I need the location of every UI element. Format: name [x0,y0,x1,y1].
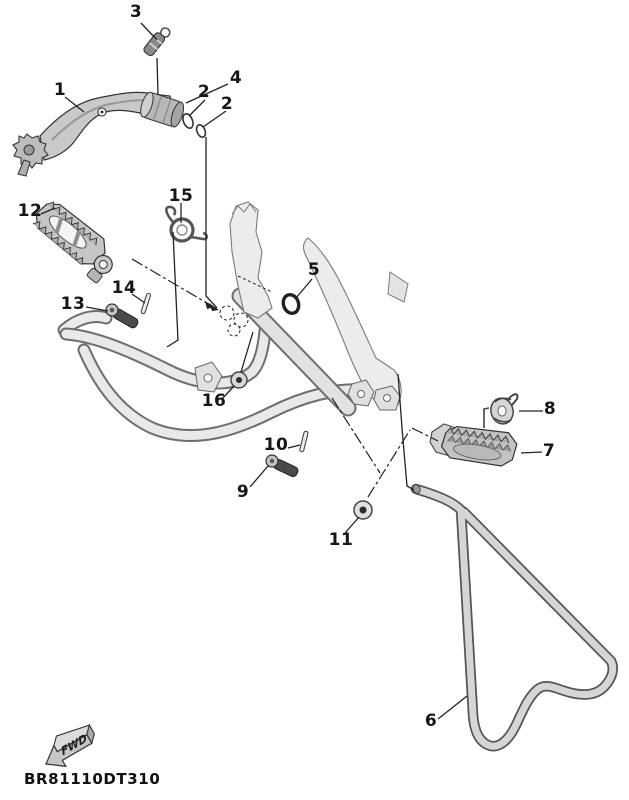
callout-11: 11 [328,530,354,550]
callout-8: 8 [543,399,557,419]
diagram-code: BR81110DT310 [24,770,161,788]
pin-13 [105,303,139,329]
pedal-pivot-boss [140,91,185,128]
frame-right-spar-wing [387,271,409,303]
callout-12: 12 [17,201,43,221]
stand-end-cap [412,484,421,494]
washer-16 [230,371,248,389]
fwd-arrow: FWD [45,723,95,768]
callout-3: 3 [129,2,143,22]
clip-2b [195,123,207,139]
left-footrest [32,201,113,284]
pin-10 [299,430,309,453]
washer-2a [182,113,194,129]
pedal-toe-tip [12,133,49,177]
side-stand [410,483,618,752]
brake-pedal [12,91,185,177]
callout-10: 10 [263,435,289,455]
callout-16: 16 [201,391,227,411]
frame-hidden-holes [219,275,273,337]
frame-left-spar-jag [231,203,257,215]
pin-14 [140,292,152,315]
frame-drawing [57,201,409,442]
frame-left-mount [194,361,223,393]
callout-2a: 2 [197,82,211,102]
callout-13: 13 [60,294,86,314]
right-footrest [440,425,518,467]
return-spring-8 [483,393,519,428]
callout-15: 15 [168,186,194,206]
callout-2b: 2 [220,94,234,114]
callout-6: 6 [424,711,438,731]
callout-5: 5 [307,260,321,280]
torsion-spring-15 [165,205,209,243]
callout-9: 9 [236,482,250,502]
callout-1: 1 [53,80,67,100]
callout-4: 4 [229,68,243,88]
leader-lines [40,22,543,720]
callout-7: 7 [542,441,556,461]
callout-14: 14 [111,278,137,298]
frame-stand-bracket [347,379,401,411]
pin-9 [265,454,299,478]
o-ring-5 [281,292,301,316]
clevis-pin-3 [143,27,171,57]
washer-11 [353,500,373,520]
hidden-assembly-lines [131,258,439,498]
frame-left-spar [229,201,273,319]
leader-arrowheads [205,301,219,311]
